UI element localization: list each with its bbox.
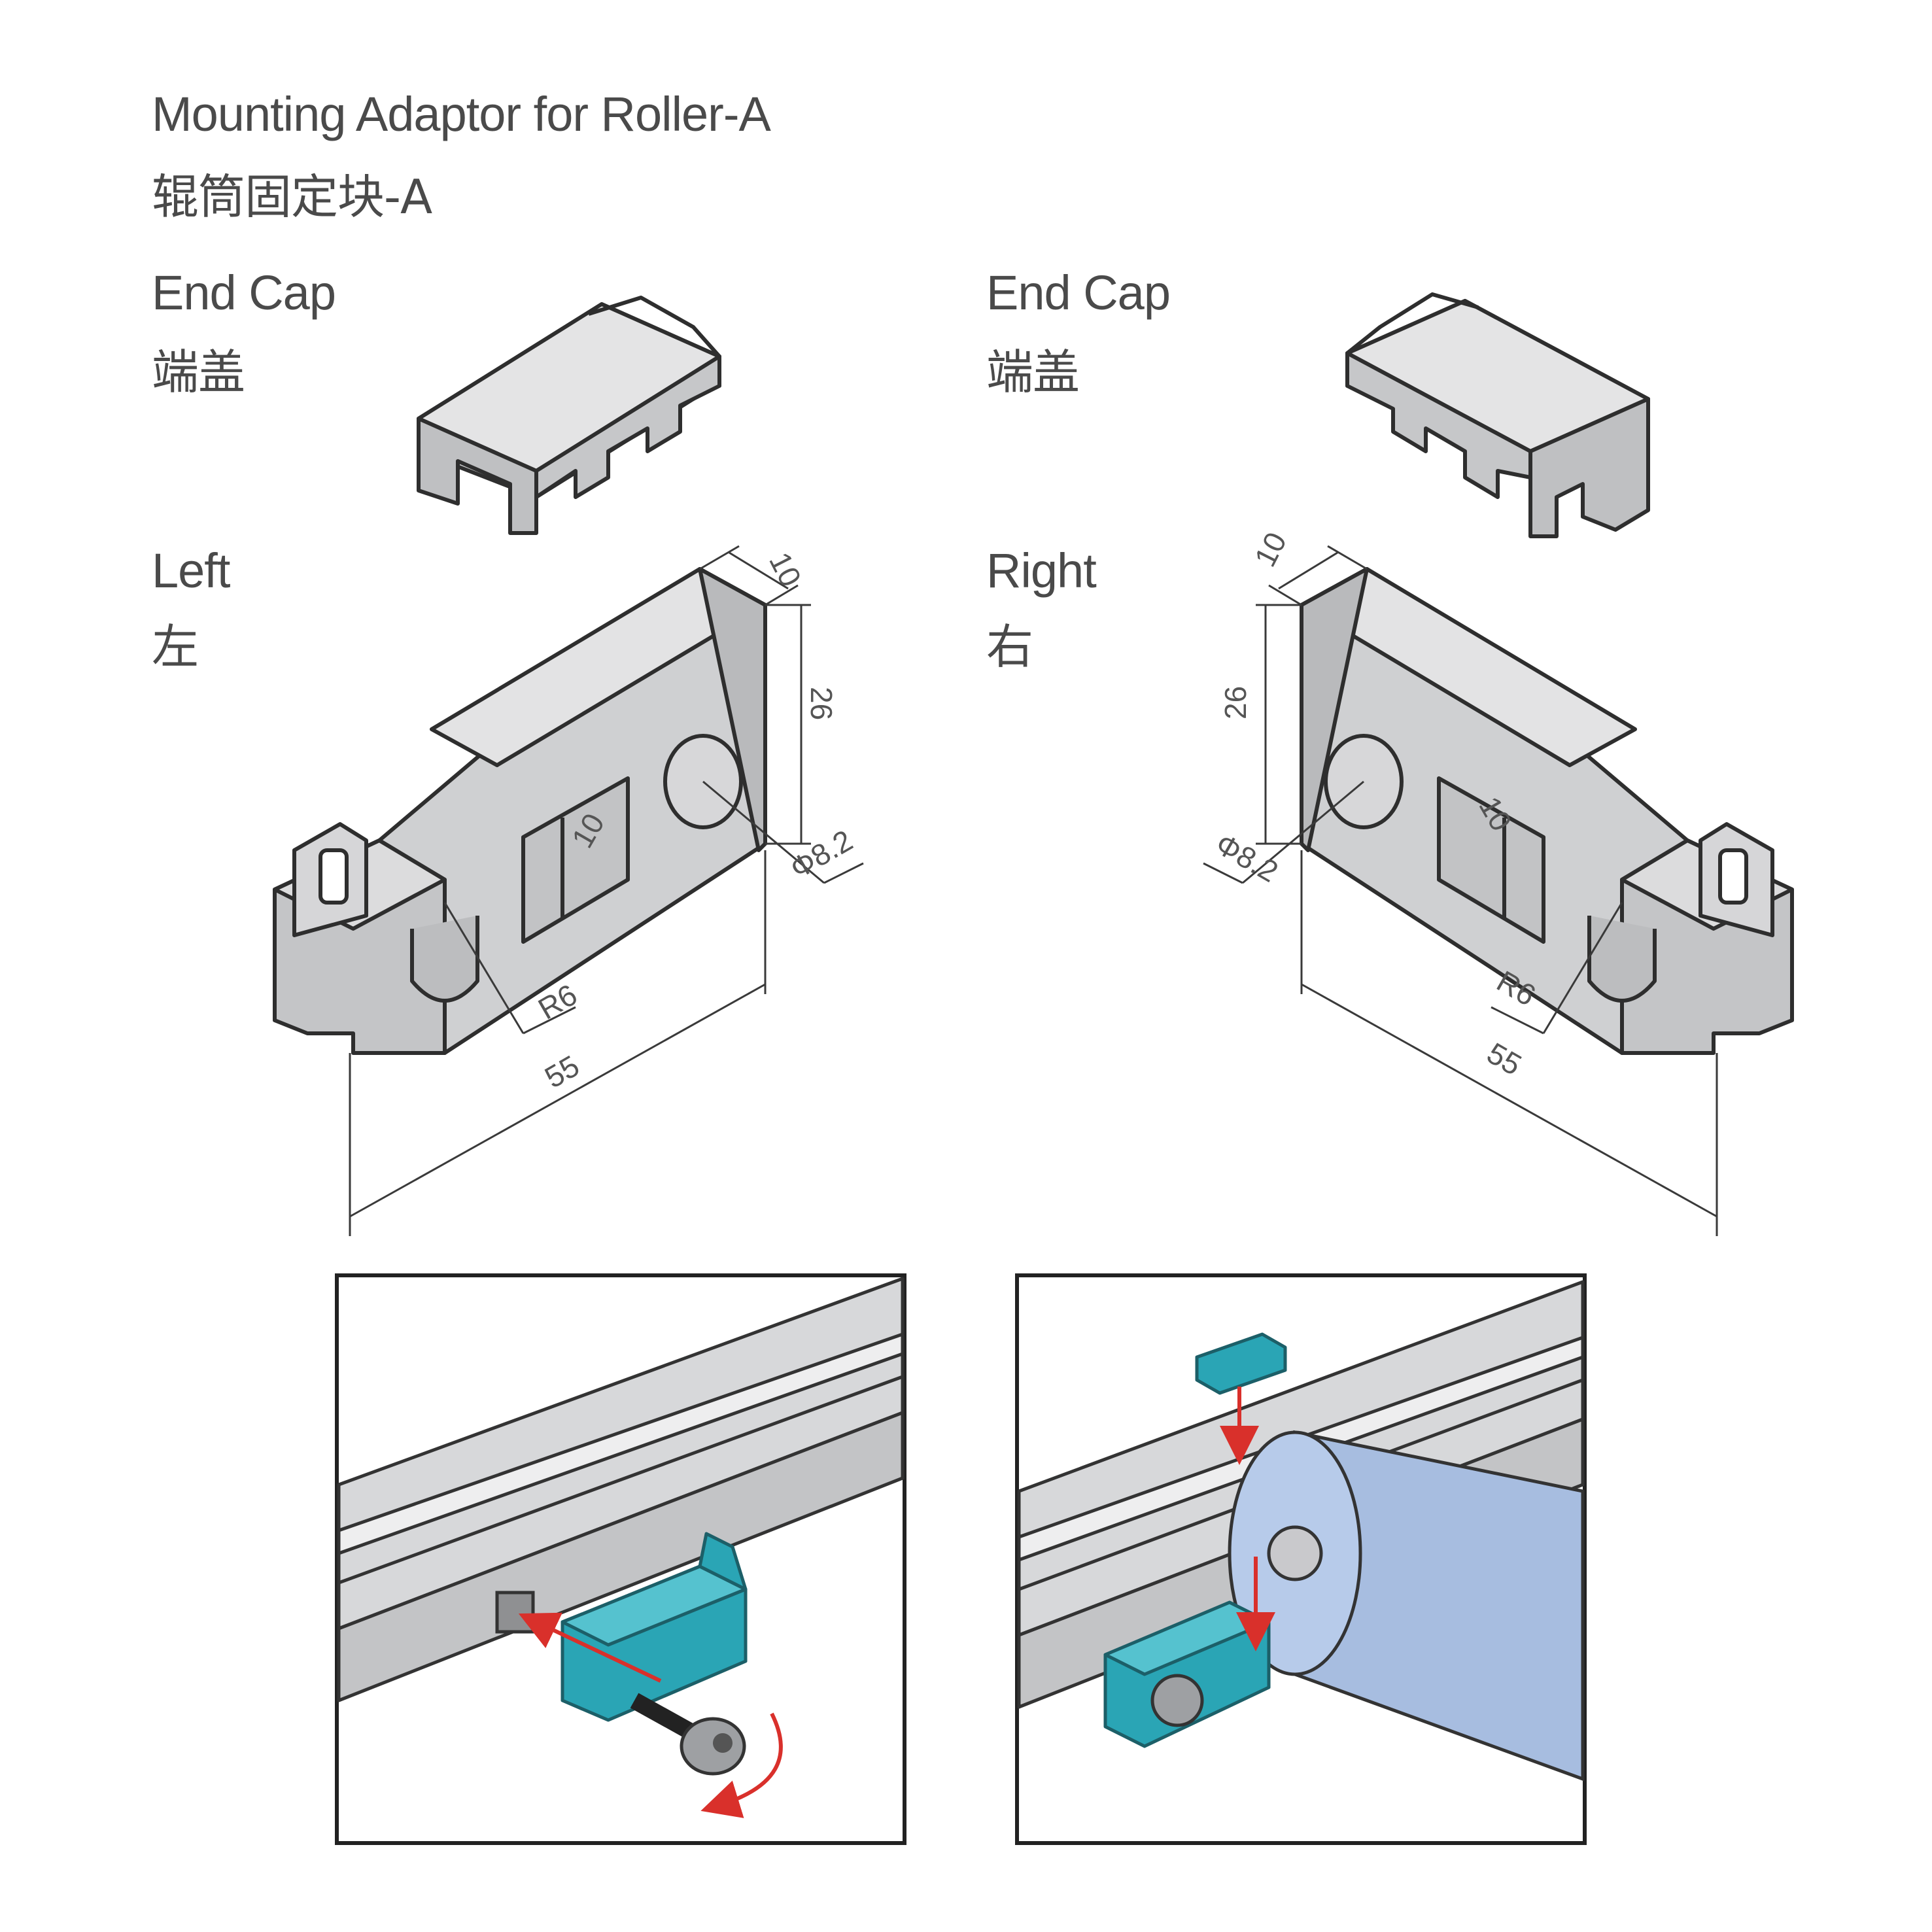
left-panel-t-nut [495,1591,535,1634]
left-end-cap [417,296,721,535]
title-en: Mounting Adaptor for Roller-A [152,87,771,141]
left-panel-rotate-arrow [700,1712,783,1818]
left-dimension-lines [349,545,864,1236]
right-dim-height: 26 [1218,686,1252,719]
right-dim-length: 55 [1481,1036,1527,1082]
left-end-cap-label-cn: 端盖 [152,345,245,400]
right-end-cap [1345,292,1650,538]
right-dim-depth: 10 [1248,526,1294,572]
left-side-label-cn: 左 [152,619,199,674]
left-dim-hole: Φ8.2 [784,823,858,885]
right-panel-roller [1228,1430,1585,1782]
left-end-cap-label: End Cap [152,266,336,320]
left-adaptor [273,567,767,1055]
left-panel-bolt [630,1693,746,1776]
left-dim-length: 55 [539,1048,585,1095]
right-adaptor [1300,567,1794,1055]
right-dimension-lines [1203,545,1718,1236]
left-assembly-panel [335,1273,906,1845]
left-dim-depth: 10 [763,547,808,592]
left-panel-profile-rail [337,1277,905,1702]
left-dim-height: 26 [804,687,838,720]
right-end-cap-label-cn: 端盖 [986,345,1080,400]
right-panel-end-cap-piece [1195,1332,1287,1395]
right-end-cap-label: End Cap [986,266,1171,320]
title-cn: 辊筒固定块-A [152,169,432,224]
right-assembly-panel [1015,1273,1587,1845]
left-panel-teal-block [561,1532,748,1722]
right-panel-teal-block [1103,1600,1271,1748]
right-side-label-cn: 右 [986,619,1033,674]
left-side-label: Left [152,543,230,598]
left-panel-insert-arrow [518,1612,662,1683]
right-side-label: Right [986,543,1097,598]
